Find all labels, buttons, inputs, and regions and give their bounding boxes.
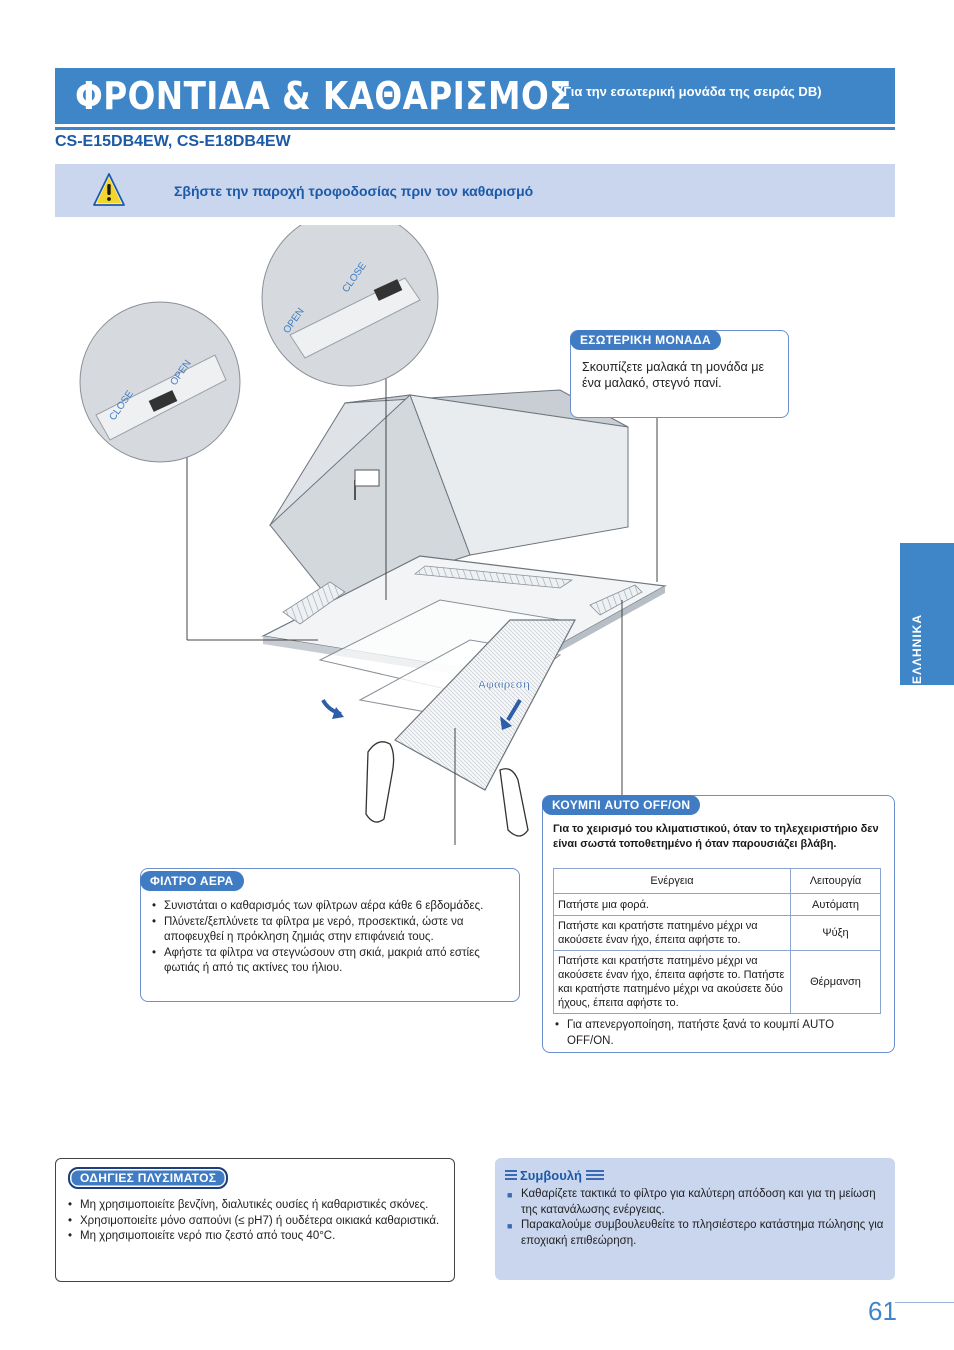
table-row: Πατήστε και κρατήστε πατημένο μέχρι να α…	[553, 950, 881, 1014]
table-cell-mode: Θέρμανση	[790, 950, 881, 1014]
table-header-mode: Λειτουργία	[790, 868, 881, 894]
cleaning-illustration: CLOSE OPEN OPEN CLOSE Αφαίρεση	[79, 225, 667, 845]
washing-tab: ΟΔΗΓΙΕΣ ΠΛΥΣΙΜΑΤΟΣ	[68, 1167, 229, 1189]
tip-title: Συμβουλή	[520, 1167, 582, 1183]
list-item: Πλύνετε/ξεπλύνετε τα φίλτρα με νερό, προ…	[150, 915, 505, 946]
air-filter-list: Συνιστάται ο καθαρισμός των φίλτρων αέρα…	[150, 899, 505, 977]
list-item: Για απενεργοποίηση, πατήστε ξανά το κουμ…	[553, 1018, 883, 1049]
indoor-unit-tab: ΕΣΩΤΕΡΙΚΗ ΜΟΝΑΔΑ	[570, 330, 721, 350]
list-item: Μη χρησιμοποιείτε βενζίνη, διαλυτικές ου…	[66, 1198, 444, 1214]
tip-list: Καθαρίζετε τακτικά το φίλτρο για καλύτερ…	[507, 1187, 885, 1249]
auto-button-note: Για απενεργοποίηση, πατήστε ξανά το κουμ…	[553, 1018, 883, 1049]
table-cell-action: Πατήστε και κρατήστε πατημένο μέχρι να α…	[553, 915, 791, 951]
list-item: Μη χρησιμοποιείτε νερό πιο ζεστό από του…	[66, 1229, 444, 1245]
table-cell-action: Πατήστε και κρατήστε πατημένο μέχρι να α…	[553, 950, 791, 1014]
table-header-action: Ενέργεια	[553, 868, 791, 894]
list-item: Συνιστάται ο καθαρισμός των φίλτρων αέρα…	[150, 899, 505, 915]
model-numbers: CS-E15DB4EW, CS-E18DB4EW	[55, 133, 291, 150]
tip-title-row: Συμβουλή	[505, 1167, 604, 1183]
tip-stripe-icon	[505, 1170, 517, 1180]
washing-list: Μη χρησιμοποιείτε βενζίνη, διαλυτικές ου…	[66, 1198, 444, 1245]
table-cell-action: Πατήστε μια φορά.	[553, 893, 791, 916]
auto-button-intro: Για το χειρισμό του κλιματιστικού, όταν …	[553, 823, 879, 850]
language-label: ΕΛΛΗΝΙΚΑ	[910, 613, 924, 684]
page-number-rule	[895, 1302, 954, 1303]
auto-button-tab: ΚΟΥΜΠΙ AUTO OFF/ON	[542, 795, 701, 815]
warning-triangle-icon	[93, 173, 125, 206]
language-tab	[900, 543, 954, 685]
indoor-unit-text: Σκουπίζετε μαλακά τη μονάδα με ένα μαλακ…	[582, 360, 765, 390]
page-number: 61	[868, 1296, 897, 1326]
warning-text: Σβήστε την παροχή τροφοδοσίας πριν τον κ…	[174, 183, 534, 199]
table-row: Πατήστε και κρατήστε πατημένο μέχρι να α…	[553, 915, 881, 951]
list-item: Χρησιμοποιείτε μόνο σαπούνι (≤ pH7) ή ου…	[66, 1214, 444, 1230]
removal-label: Αφαίρεση	[478, 679, 530, 691]
auto-button-table: Ενέργεια Λειτουργία Πατήστε μια φορά. Αυ…	[553, 868, 881, 1014]
table-cell-mode: Αυτόματη	[790, 893, 881, 916]
air-filter-tab: ΦΙΛΤΡΟ ΑΕΡΑ	[140, 871, 244, 891]
tip-stripe-icon	[585, 1170, 604, 1180]
table-row: Πατήστε μια φορά. Αυτόματη	[553, 893, 881, 916]
list-item: Παρακαλούμε συμβουλευθείτε το πλησιέστερ…	[507, 1218, 885, 1249]
title-bar	[55, 68, 895, 130]
table-cell-mode: Ψύξη	[790, 915, 881, 951]
table-header-row: Ενέργεια Λειτουργία	[553, 868, 881, 894]
page-title: ΦΡΟΝΤΙΔΑ & ΚΑΘΑΡΙΣΜΟΣ	[75, 74, 572, 118]
list-item: Καθαρίζετε τακτικά το φίλτρο για καλύτερ…	[507, 1187, 885, 1218]
warning-band	[55, 164, 895, 217]
page-subtitle: (Για την εσωτερική μονάδα της σειράς DB)	[559, 84, 822, 99]
list-item: Αφήστε τα φίλτρα να στεγνώσουν στη σκιά,…	[150, 946, 505, 977]
